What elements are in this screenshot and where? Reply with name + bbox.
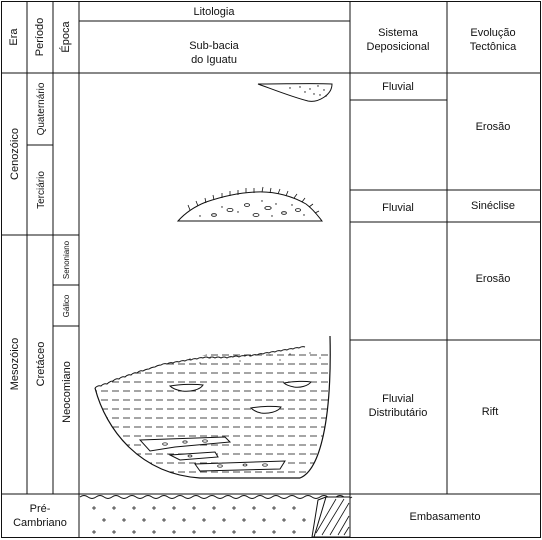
basin-wedge-2 [168,451,219,461]
basin-outline [94,335,331,479]
header-evolucao: Evolução [470,27,515,39]
basin-wedge-1 [138,436,232,452]
basement-fault-block [311,496,351,538]
sistema-column: Fluvial Fluvial Fluvial Distributário [369,81,428,419]
basement-fill [79,495,353,538]
quaternary-lens [257,83,333,102]
basin-top-wavy [94,346,306,389]
evolucao-column: Erosão Sinéclise Erosão Rift [471,121,515,418]
basement-fault-hatch [315,498,350,536]
tertiary-hachures [187,186,320,214]
period-quaternario: Quaternário [36,82,47,135]
epoch-galico: Gálico [62,294,71,317]
lithology-column [79,83,353,538]
tertiary-dots [199,200,305,217]
basin-lens-2 [282,380,312,388]
header-epoca: Época [59,21,72,53]
basin-lens-1 [168,383,204,392]
era-pre: Pré- [30,503,51,515]
evolucao-erosao-top: Erosão [476,121,511,133]
embasamento-label: Embasamento [410,511,481,523]
header-litologia: Litologia [194,6,236,18]
period-cretaceo: Cretáceo [35,342,47,387]
epoch-senoniano: Senoniano [62,240,71,279]
table-header: Era Período Época Litologia Sub-bacia do… [8,6,517,66]
header-sistema: Sistema [378,27,419,39]
tertiary-mound [176,191,324,222]
era-cenozoico: Cenozóico [9,128,21,180]
sistema-fluvial-mid: Fluvial [382,202,414,214]
era-cambriano: Cambriano [13,517,67,529]
tertiary-pebbles [211,203,301,217]
basin-wedge-3 [194,460,286,472]
sistema-fluvial-top: Fluvial [382,81,414,93]
basement-row: Pré- Cambriano Embasamento [13,503,480,529]
basin-lens-3 [249,405,282,414]
evolucao-erosao-mid: Erosão [476,273,511,285]
era-mesozoico: Mesozóico [9,338,21,391]
header-do-iguatu: do Iguatu [191,54,237,66]
header-tectonica: Tectônica [470,41,517,53]
header-era: Era [8,28,20,46]
epoch-neocomiano: Neocomiano [61,361,73,423]
sistema-fluvial-dist-1: Fluvial [382,393,414,405]
time-column: Cenozóico Mesozóico Quaternário Terciári… [9,82,73,423]
basement-fault-line [313,496,327,538]
header-periodo: Período [34,18,46,57]
cretaceous-basin [94,335,331,479]
basement-wavy-top [79,495,353,499]
header-sub-bacia: Sub-bacia [189,40,239,52]
quaternary-lens-dots [289,85,327,97]
header-deposicional: Deposicional [367,41,430,53]
basement-crosses [92,506,306,534]
evolucao-rift: Rift [482,406,499,418]
sistema-fluvial-dist-2: Distributário [369,407,428,419]
evolucao-sineclise: Sinéclise [471,200,515,212]
period-terciario: Terciário [36,171,47,209]
basin-wedge-pebbles [162,439,268,468]
